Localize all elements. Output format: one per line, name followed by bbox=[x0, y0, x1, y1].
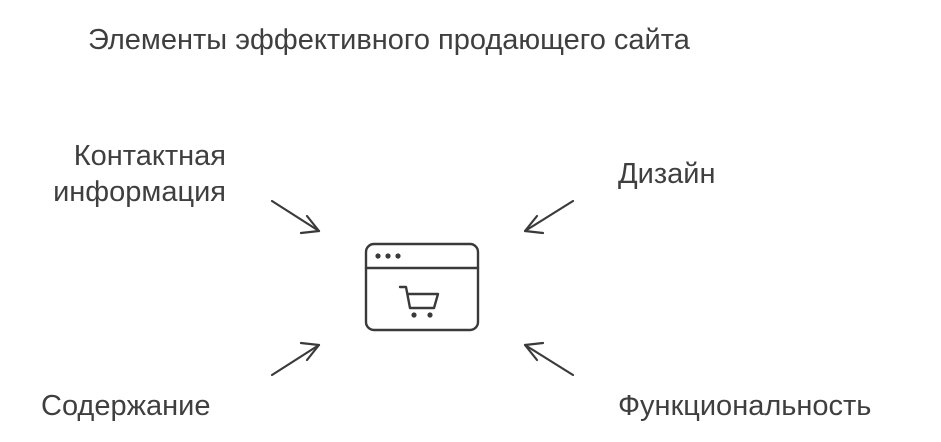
arrow-contact-icon bbox=[270, 199, 321, 235]
label-contact-line1: Контактная bbox=[73, 140, 226, 172]
label-contact-info: Контактная информация bbox=[53, 138, 226, 210]
label-content: Содержание bbox=[41, 390, 211, 422]
arrow-design-icon bbox=[523, 199, 575, 235]
label-functionality: Функциональность bbox=[618, 390, 872, 422]
label-design: Дизайн bbox=[618, 158, 716, 190]
arrow-functionality-icon bbox=[523, 341, 575, 377]
arrow-content-icon bbox=[270, 341, 321, 377]
diagram-title: Элементы эффективного продающего сайта bbox=[88, 24, 690, 56]
browser-shopping-cart-icon bbox=[364, 242, 480, 332]
label-contact-line2: информация bbox=[53, 176, 226, 208]
